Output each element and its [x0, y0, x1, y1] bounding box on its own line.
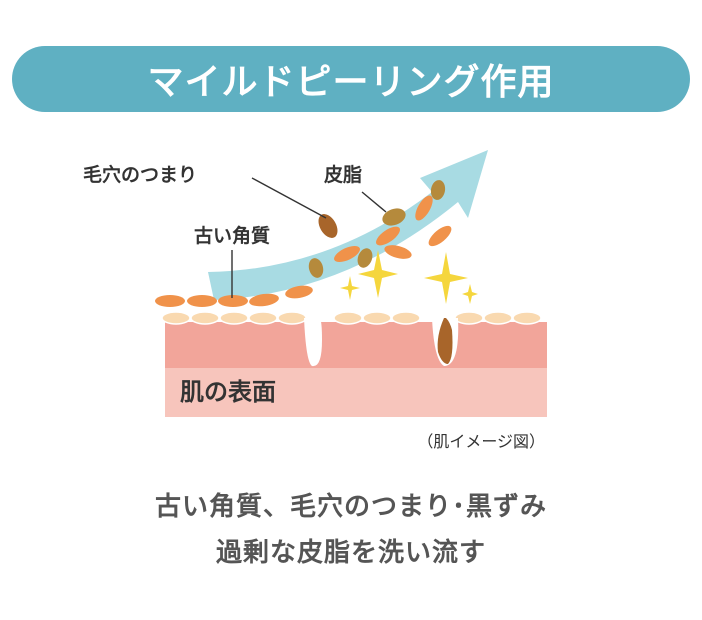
- sebum-particles: [308, 180, 446, 278]
- skin-upper-layer: [165, 322, 547, 368]
- sparkle-icon: [340, 276, 360, 300]
- sparkle-icons: [340, 250, 478, 304]
- label-old-keratin: 古い角質: [194, 224, 270, 247]
- sparkle-icon: [358, 250, 398, 298]
- pore-open: [304, 318, 322, 367]
- sparkle-icon: [424, 252, 468, 304]
- pore-plug: [437, 318, 453, 364]
- title-banner: マイルドピーリング作用: [12, 46, 690, 112]
- label-skin-surface: 肌の表面: [180, 378, 276, 406]
- caption-line-2: 過剰な皮脂を洗い流す: [215, 538, 486, 568]
- skin-lower-layer: [165, 365, 547, 417]
- surface-cells: [161, 311, 542, 325]
- label-image-note: （肌イメージ図）: [417, 432, 545, 451]
- label-pore-clog: 毛穴のつまり: [83, 163, 197, 186]
- page-title: マイルドピーリング作用: [147, 62, 555, 103]
- sparkle-icon: [462, 284, 478, 304]
- peeling-arrow: [208, 150, 488, 300]
- caption-line-1: 古い角質、毛穴のつまり･黒ずみ: [154, 492, 547, 522]
- leader-lines: [231, 177, 387, 298]
- old-keratin-flakes: [155, 195, 452, 307]
- label-sebum: 皮脂: [324, 163, 362, 186]
